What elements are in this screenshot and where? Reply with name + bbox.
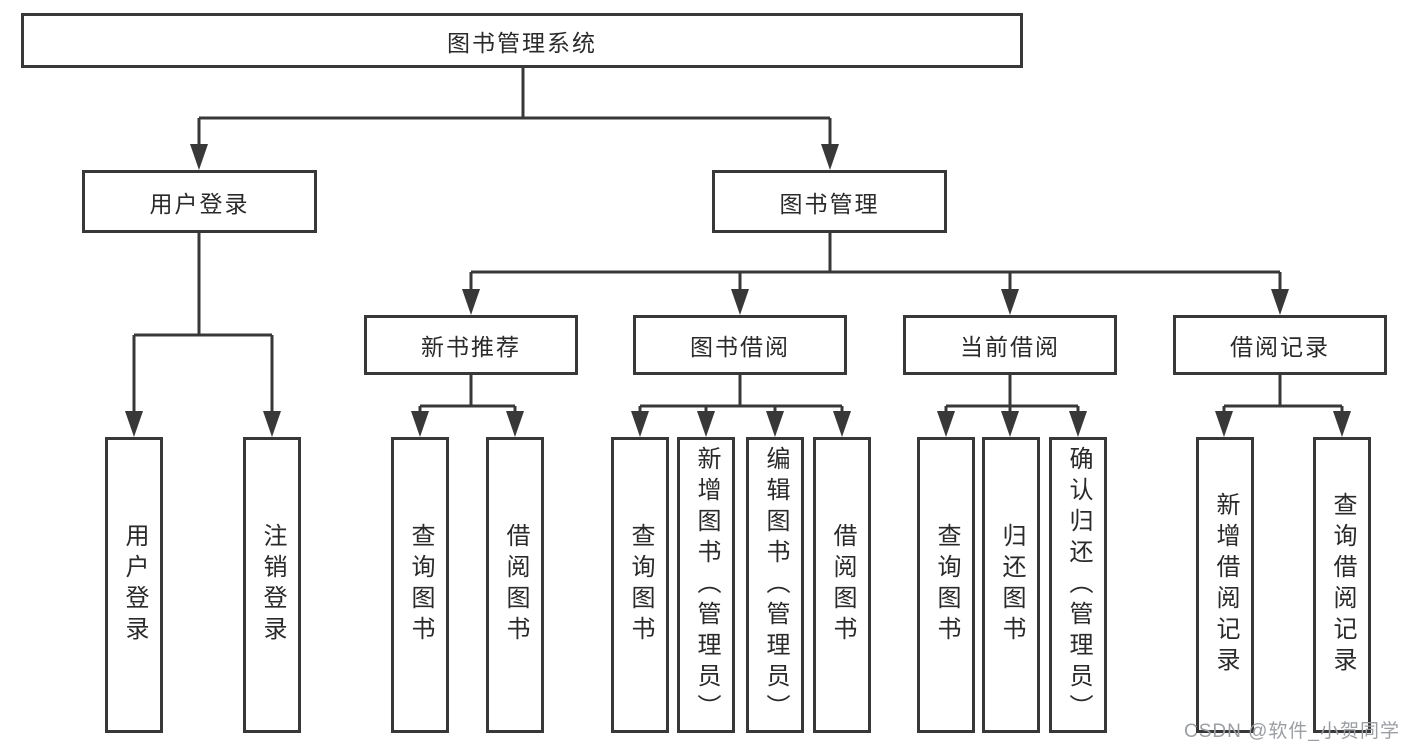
leaf-query-books-current-label: 查询图书 bbox=[933, 523, 960, 647]
leaf-borrow-books-recommend: 借阅图书 bbox=[486, 437, 544, 733]
node-root-system: 图书管理系统 bbox=[21, 13, 1023, 68]
leaf-add-book-admin-label: 新增图书（管理员） bbox=[693, 445, 720, 725]
leaf-user-login: 用户登录 bbox=[105, 437, 163, 733]
node-current-borrowing: 当前借阅 bbox=[903, 315, 1117, 375]
leaf-query-books-borrowing-label: 查询图书 bbox=[627, 523, 654, 647]
leaf-query-books-recommend-label: 查询图书 bbox=[407, 523, 434, 647]
leaf-logout: 注销登录 bbox=[243, 437, 301, 733]
node-user-login: 用户登录 bbox=[82, 170, 317, 233]
leaf-query-books-recommend: 查询图书 bbox=[391, 437, 449, 733]
leaf-confirm-return-admin: 确认归还（管理员） bbox=[1049, 437, 1107, 733]
leaf-edit-book-admin: 编辑图书（管理员） bbox=[746, 437, 804, 733]
node-book-management: 图书管理 bbox=[712, 170, 947, 233]
leaf-user-login-label: 用户登录 bbox=[121, 523, 148, 647]
leaf-query-borrow-record: 查询借阅记录 bbox=[1313, 437, 1371, 733]
node-user-login-label: 用户登录 bbox=[149, 190, 250, 217]
leaf-borrow-books: 借阅图书 bbox=[813, 437, 871, 733]
leaf-add-borrow-record: 新增借阅记录 bbox=[1196, 437, 1254, 733]
node-borrowing-records: 借阅记录 bbox=[1173, 315, 1387, 375]
node-new-book-recommend-label: 新书推荐 bbox=[421, 334, 521, 360]
leaf-query-books-current: 查询图书 bbox=[917, 437, 975, 733]
leaf-add-borrow-record-label: 新增借阅记录 bbox=[1212, 492, 1239, 678]
node-new-book-recommend: 新书推荐 bbox=[364, 315, 578, 375]
csdn-watermark: CSDN @软件_小贺同学 bbox=[1184, 721, 1400, 742]
node-current-borrowing-label: 当前借阅 bbox=[960, 334, 1060, 360]
leaf-logout-label: 注销登录 bbox=[259, 523, 286, 647]
leaf-return-book-label: 归还图书 bbox=[998, 523, 1025, 647]
leaf-return-book: 归还图书 bbox=[982, 437, 1040, 733]
arrowheads bbox=[125, 144, 1351, 437]
node-root-label: 图书管理系统 bbox=[447, 29, 597, 56]
leaf-query-books-borrowing: 查询图书 bbox=[611, 437, 669, 733]
leaf-query-borrow-record-label: 查询借阅记录 bbox=[1329, 492, 1356, 678]
leaf-add-book-admin: 新增图书（管理员） bbox=[677, 437, 735, 733]
leaf-borrow-books-recommend-label: 借阅图书 bbox=[502, 523, 529, 647]
node-book-borrowing: 图书借阅 bbox=[633, 315, 847, 375]
node-book-borrowing-label: 图书借阅 bbox=[690, 334, 790, 360]
leaf-borrow-books-label: 借阅图书 bbox=[829, 523, 856, 647]
leaf-confirm-return-admin-label: 确认归还（管理员） bbox=[1065, 445, 1092, 725]
node-book-management-label: 图书管理 bbox=[779, 190, 880, 217]
node-borrowing-records-label: 借阅记录 bbox=[1230, 334, 1330, 360]
leaf-edit-book-admin-label: 编辑图书（管理员） bbox=[762, 445, 789, 725]
